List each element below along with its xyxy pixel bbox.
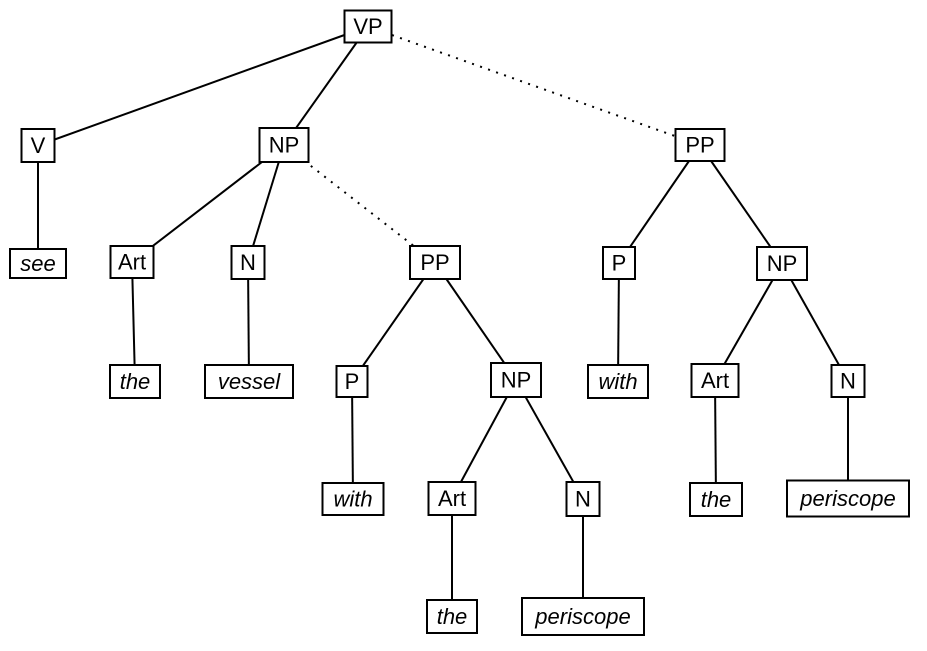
node-pp1: PP	[409, 245, 461, 280]
node-with2: with	[587, 364, 649, 399]
node-with1-box	[321, 482, 385, 516]
node-with1-label: with	[333, 487, 372, 512]
node-v: V	[20, 128, 56, 163]
node-n3: N	[830, 364, 866, 398]
node-see: see	[9, 248, 67, 279]
node-vp-label: VP	[353, 14, 382, 39]
edge-vp-np1	[283, 25, 369, 146]
node-periscope2: periscope	[521, 597, 645, 636]
node-np1-label: NP	[269, 133, 300, 158]
node-the3-box	[689, 482, 743, 517]
node-v-box	[20, 128, 56, 163]
edge-np2-art2	[451, 379, 517, 499]
node-periscope2-label: periscope	[534, 604, 630, 629]
edge-vp-pp2-dotted	[367, 25, 701, 146]
node-pp2: PP	[674, 128, 726, 162]
node-see-label: see	[20, 251, 55, 276]
node-art2-label: Art	[438, 486, 466, 511]
node-periscope3-box	[786, 479, 910, 518]
edge-art1-the1	[131, 261, 136, 382]
node-art3-label: Art	[701, 368, 729, 393]
node-the2-label: the	[437, 604, 468, 629]
node-periscope3: periscope	[786, 479, 910, 518]
node-np2-label: NP	[501, 368, 532, 393]
node-the2-box	[426, 599, 478, 634]
node-the2: the	[426, 599, 478, 634]
node-vp: VP	[343, 9, 393, 44]
node-p2: P	[602, 246, 636, 280]
node-periscope3-label: periscope	[799, 486, 895, 511]
node-with2-label: with	[598, 369, 637, 394]
node-p1-box	[335, 365, 369, 398]
node-pp1-label: PP	[420, 250, 449, 275]
node-see-box	[9, 248, 67, 279]
edge-art3-the3	[714, 380, 717, 500]
node-vessel: vessel	[204, 364, 294, 399]
edge-p1-with1	[351, 381, 354, 500]
node-art1: Art	[109, 245, 155, 279]
edge-np3-n3	[781, 263, 849, 382]
node-n1-label: N	[240, 250, 256, 275]
node-art3-box	[690, 363, 740, 398]
node-art2: Art	[427, 481, 477, 516]
edge-pp2-p2	[618, 144, 701, 264]
node-n2-label: N	[575, 487, 591, 512]
node-with2-box	[587, 364, 649, 399]
node-vessel-label: vessel	[218, 369, 281, 394]
node-n3-box	[830, 364, 866, 398]
edge-pp1-np2	[434, 261, 517, 381]
node-vessel-box	[204, 364, 294, 399]
edge-np1-art1	[131, 144, 285, 263]
node-art2-box	[427, 481, 477, 516]
node-np1: NP	[258, 127, 310, 163]
edge-p2-with2	[617, 262, 620, 382]
edge-np3-art3	[714, 263, 783, 381]
node-p1: P	[335, 365, 369, 398]
node-the1-box	[109, 364, 161, 399]
node-n2-box	[565, 481, 601, 517]
node-np2: NP	[490, 362, 542, 398]
node-art1-label: Art	[118, 250, 146, 275]
node-art3: Art	[690, 363, 740, 398]
node-np3-box	[756, 246, 808, 281]
node-art1-box	[109, 245, 155, 279]
node-n3-label: N	[840, 369, 856, 394]
edge-pp1-p1	[351, 261, 436, 383]
node-np3: NP	[756, 246, 808, 281]
edge-np2-n2	[515, 379, 584, 500]
node-n1-box	[230, 245, 266, 280]
node-p1-label: P	[345, 369, 360, 394]
node-np2-box	[490, 362, 542, 398]
node-p2-box	[602, 246, 636, 280]
node-the3-label: the	[701, 487, 732, 512]
node-the3: the	[689, 482, 743, 517]
node-the1: the	[109, 364, 161, 399]
node-p2-label: P	[612, 251, 627, 276]
edge-np1-n1	[247, 144, 285, 263]
node-np1-box	[258, 127, 310, 163]
node-v-label: V	[31, 133, 46, 158]
node-np3-label: NP	[767, 251, 798, 276]
node-n2: N	[565, 481, 601, 517]
node-the1-label: the	[120, 369, 151, 394]
node-pp1-box	[409, 245, 461, 280]
node-with1: with	[321, 482, 385, 516]
node-n1: N	[230, 245, 266, 280]
node-vp-box	[343, 9, 393, 44]
node-pp2-box	[674, 128, 726, 162]
node-pp2-label: PP	[685, 133, 714, 158]
edge-pp2-np3	[699, 144, 783, 265]
node-periscope2-box	[521, 597, 645, 636]
edge-vp-v	[37, 25, 369, 147]
edge-n1-vessel	[247, 262, 250, 382]
